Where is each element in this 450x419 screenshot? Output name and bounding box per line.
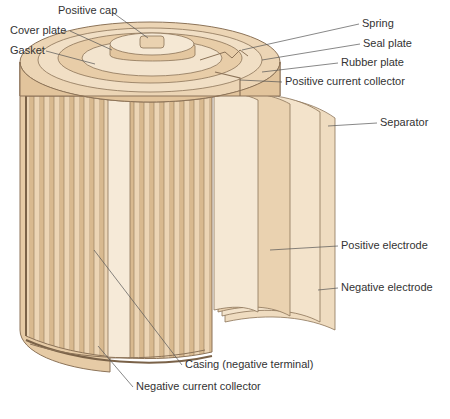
part-label: Cover plate [10, 24, 66, 37]
part-label: Positive current collector [285, 75, 405, 88]
part-label: Positive cap [58, 4, 117, 17]
cap-center [140, 36, 164, 48]
positive-cap [110, 33, 194, 55]
inner-separator-sheet [214, 94, 258, 312]
cover-plate [58, 33, 242, 83]
center-hollow [108, 96, 130, 358]
part-label: Seal plate [363, 37, 412, 50]
negative-collector [30, 344, 205, 358]
gasket [38, 28, 262, 92]
part-label: Negative current collector [136, 380, 261, 393]
positive-current-collector [215, 72, 240, 96]
part-label: Rubber plate [341, 56, 404, 69]
part-label: Spring [362, 17, 394, 30]
electrode-roll [26, 96, 212, 359]
casing-wall [25, 96, 27, 336]
part-label: Positive electrode [341, 239, 428, 252]
casing-bottom [26, 340, 212, 363]
leader-lines [46, 12, 377, 387]
spring [200, 50, 248, 60]
part-label: Casing (negative terminal) [185, 358, 313, 371]
part-label: Gasket [10, 44, 45, 57]
part-label: Negative electrode [341, 281, 433, 294]
part-label: Separator [380, 116, 428, 129]
